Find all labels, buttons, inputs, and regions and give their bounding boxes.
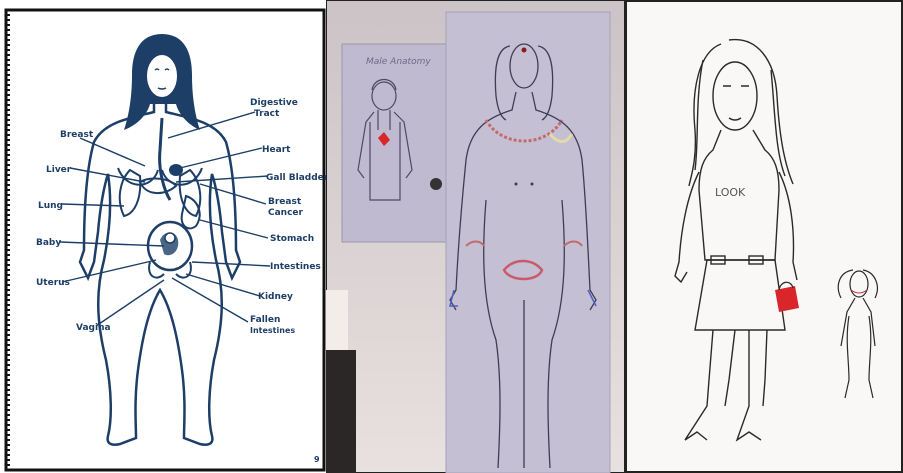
label-vagina: Vagina — [76, 323, 111, 333]
wall-posters-drawing: Male Anatomy — [326, 0, 625, 473]
label-breast: Breast — [60, 130, 94, 140]
label-breast-cancer-1: Breast — [268, 197, 302, 207]
small-poster-title: Male Anatomy — [366, 57, 431, 67]
anatomy-booklet-drawing: Digestive Tract Breast Heart Liver Gall … — [0, 0, 326, 473]
label-breast-cancer-2: Cancer — [268, 208, 304, 218]
label-fallen-intestines: Intestines — [250, 326, 295, 335]
woman-sketch-photo: LOOK — [625, 0, 903, 473]
wall-posters-photo: Male Anatomy — [326, 0, 625, 473]
label-heart: Heart — [262, 145, 291, 155]
label-tract: Tract — [254, 109, 280, 119]
label-lung: Lung — [38, 201, 63, 211]
shirt-text: LOOK — [715, 186, 746, 199]
label-stomach: Stomach — [270, 234, 314, 244]
label-uterus: Uterus — [36, 278, 70, 288]
label-fallen: Fallen — [250, 315, 280, 325]
label-liver: Liver — [46, 165, 72, 175]
label-kidney: Kidney — [258, 292, 293, 302]
label-gall-bladder: Gall Bladder — [266, 173, 326, 183]
label-digestive: Digestive — [250, 98, 298, 108]
label-baby: Baby — [36, 238, 61, 248]
woman-sketch-drawing: LOOK — [625, 0, 903, 473]
label-intestines: Intestines — [270, 262, 321, 272]
anatomy-booklet-photo: Digestive Tract Breast Heart Liver Gall … — [0, 0, 326, 473]
page-number: 9 — [314, 455, 320, 464]
